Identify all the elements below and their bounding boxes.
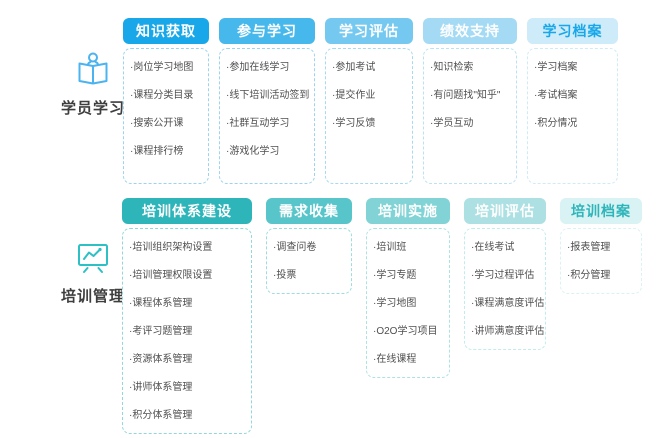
training-management-modules: 培训体系建设 ·培训组织架构设置 ·培训管理权限设置 ·课程体系管理 ·考评习题管理 ·资… [122, 198, 642, 434]
module-card: 需求收集 ·调查问卷 ·投票 [266, 198, 352, 294]
feature-item: ·在线考试 [471, 242, 515, 253]
module-card: 知识获取 ·岗位学习地图 ·课程分类目录 ·搜索公开课 ·课程排行榜 [123, 18, 209, 184]
feature-item: ·学员互动 [430, 118, 474, 129]
row-title: 培训管理 [60, 288, 125, 305]
feature-item: ·课程满意度评估 [471, 298, 545, 309]
feature-item: ·在线课程 [373, 354, 417, 365]
feature-item: ·岗位学习地图 [130, 62, 194, 73]
module-card-title: 学习评估 [325, 18, 413, 44]
module-card-body: ·报表管理 ·积分管理 [560, 228, 642, 294]
feature-item: ·提交作业 [332, 90, 376, 101]
module-card: 培训实施 ·培训班 ·学习专题 ·学习地图 ·O2O学习项目 ·在线课程 [366, 198, 450, 378]
feature-item: ·学习过程评估 [471, 270, 535, 281]
feature-item: ·参加在线学习 [226, 62, 290, 73]
feature-item: ·线下培训活动签到 [226, 90, 310, 101]
feature-item: ·搜索公开课 [130, 118, 184, 129]
module-card: 绩效支持 ·知识检索 ·有问题找"知乎" ·学员互动 [423, 18, 517, 184]
feature-item: ·讲师体系管理 [129, 382, 193, 393]
student-learning-modules: 知识获取 ·岗位学习地图 ·课程分类目录 ·搜索公开课 ·课程排行榜 参与学习 ·参加在线学… [123, 18, 618, 184]
feature-item: ·社群互动学习 [226, 118, 290, 129]
module-card-body: ·参加在线学习 ·线下培训活动签到 ·社群互动学习 ·游戏化学习 [219, 48, 315, 184]
row-title: 学员学习 [60, 100, 125, 117]
module-card-body: ·岗位学习地图 ·课程分类目录 ·搜索公开课 ·课程排行榜 [123, 48, 209, 184]
module-card-body: ·在线考试 ·学习过程评估 ·课程满意度评估 ·讲师满意度评估 [464, 228, 546, 350]
feature-item: ·讲师满意度评估 [471, 326, 545, 337]
module-card: 学习评估 ·参加考试 ·提交作业 ·学习反馈 [325, 18, 413, 184]
feature-item: ·课程体系管理 [129, 298, 193, 309]
module-card: 参与学习 ·参加在线学习 ·线下培训活动签到 ·社群互动学习 ·游戏化学习 [219, 18, 315, 184]
module-card-title: 绩效支持 [423, 18, 517, 44]
module-card: 培训评估 ·在线考试 ·学习过程评估 ·课程满意度评估 ·讲师满意度评估 [464, 198, 546, 350]
module-card-body: ·学习档案 ·考试档案 ·积分情况 [527, 48, 618, 184]
feature-item: ·游戏化学习 [226, 146, 280, 157]
row-label-student-learning: 学员学习 [51, 50, 135, 118]
feature-item: ·调查问卷 [273, 242, 317, 253]
feature-item: ·学习地图 [373, 298, 417, 309]
feature-item: ·O2O学习项目 [373, 326, 438, 337]
feature-item: ·培训班 [373, 242, 407, 253]
feature-item: ·有问题找"知乎" [430, 90, 501, 101]
module-card-body: ·知识检索 ·有问题找"知乎" ·学员互动 [423, 48, 517, 184]
module-card: 培训档案 ·报表管理 ·积分管理 [560, 198, 642, 294]
module-card-body: ·培训班 ·学习专题 ·学习地图 ·O2O学习项目 ·在线课程 [366, 228, 450, 378]
module-card-title: 知识获取 [123, 18, 209, 44]
module-card-body: ·调查问卷 ·投票 [266, 228, 352, 294]
module-card-title: 参与学习 [219, 18, 315, 44]
module-card-title: 培训档案 [560, 198, 642, 224]
feature-item: ·学习专题 [373, 270, 417, 281]
feature-item: ·课程分类目录 [130, 90, 194, 101]
feature-item: ·参加考试 [332, 62, 376, 73]
module-card-title: 培训评估 [464, 198, 546, 224]
feature-item: ·考试档案 [534, 90, 578, 101]
feature-item: ·资源体系管理 [129, 354, 193, 365]
row-label-training-management: 培训管理 [51, 238, 135, 306]
presentation-chart-icon [51, 238, 135, 278]
module-card-title: 需求收集 [266, 198, 352, 224]
module-card-body: ·参加考试 ·提交作业 ·学习反馈 [325, 48, 413, 184]
module-card: 培训体系建设 ·培训组织架构设置 ·培训管理权限设置 ·课程体系管理 ·考评习题管理 ·资… [122, 198, 252, 434]
feature-item: ·培训组织架构设置 [129, 242, 213, 253]
module-card-title: 学习档案 [527, 18, 618, 44]
feature-item: ·报表管理 [567, 242, 611, 253]
feature-item: ·培训管理权限设置 [129, 270, 213, 281]
feature-item: ·学习反馈 [332, 118, 376, 129]
reader-icon [51, 50, 135, 90]
feature-item: ·积分管理 [567, 270, 611, 281]
feature-item: ·积分体系管理 [129, 410, 193, 421]
feature-item: ·积分情况 [534, 118, 578, 129]
feature-item: ·学习档案 [534, 62, 578, 73]
feature-item: ·课程排行榜 [130, 146, 184, 157]
feature-item: ·知识检索 [430, 62, 474, 73]
feature-item: ·考评习题管理 [129, 326, 193, 337]
feature-item: ·投票 [273, 270, 297, 281]
module-card-title: 培训实施 [366, 198, 450, 224]
module-card-title: 培训体系建设 [122, 198, 252, 224]
module-card: 学习档案 ·学习档案 ·考试档案 ·积分情况 [527, 18, 618, 184]
module-card-body: ·培训组织架构设置 ·培训管理权限设置 ·课程体系管理 ·考评习题管理 ·资源体系管理 ·… [122, 228, 252, 434]
